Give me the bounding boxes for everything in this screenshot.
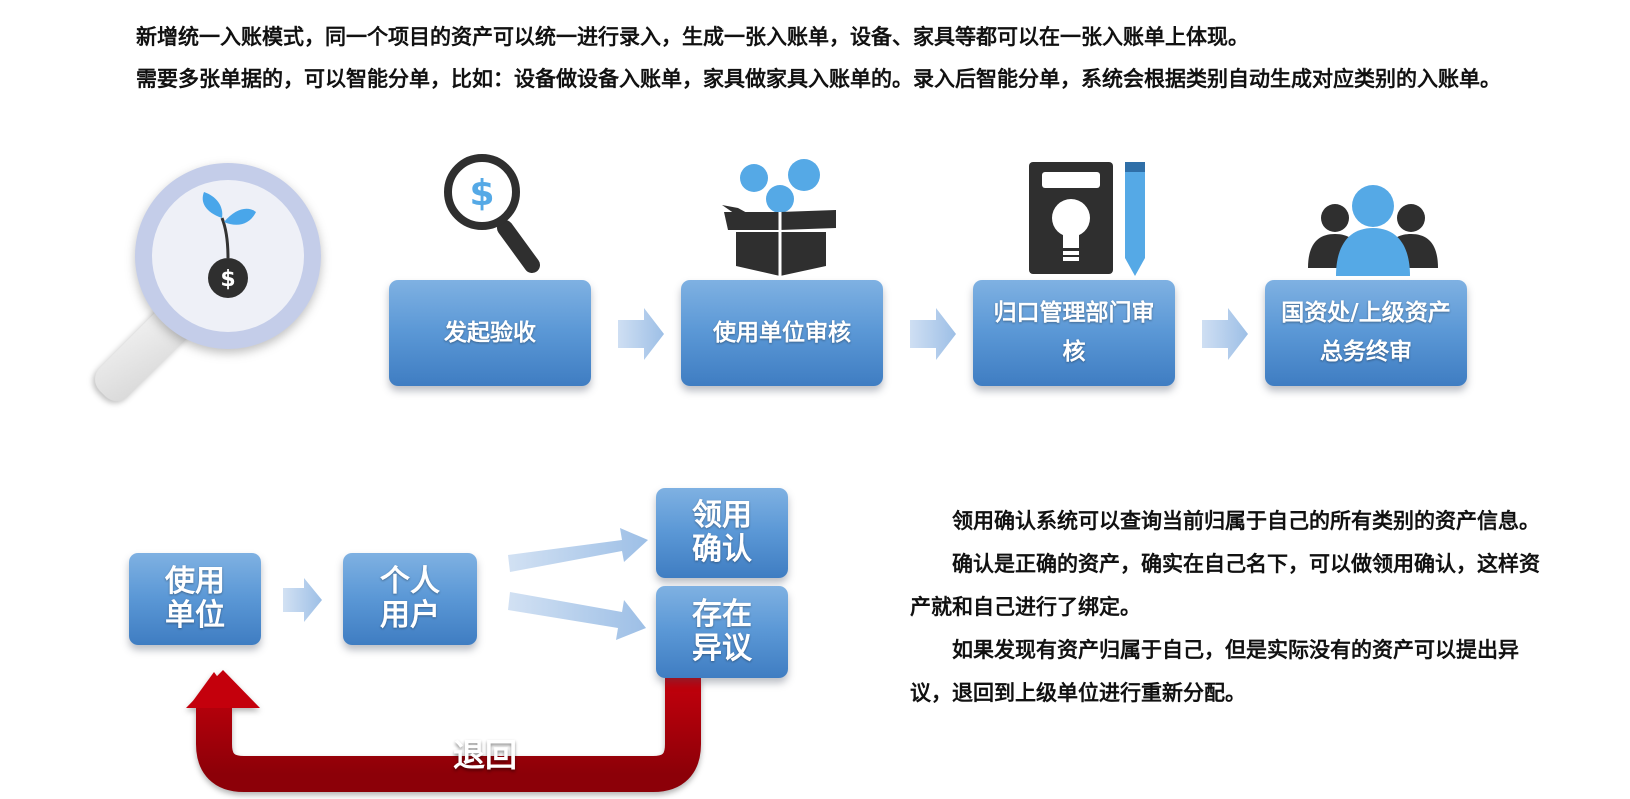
step-arrow-1 (618, 308, 664, 360)
personal-user-label: 个人用户 (380, 564, 440, 633)
claim-confirm-label: 领用确认 (692, 498, 752, 567)
search-dollar-icon: $ (444, 154, 540, 273)
step-initiate-acceptance[interactable]: 发起验收 (389, 280, 591, 386)
claim-description: 领用确认系统可以查询当前归属于自己的所有类别的资产信息。 确认是正确的资产，确实… (910, 500, 1560, 715)
step-label: 国资处/上级资产总务终审 (1281, 300, 1451, 365)
claim-arrow-dispute (508, 592, 646, 640)
hero-coin-symbol: $ (220, 267, 235, 292)
step-arrow-2 (910, 308, 956, 360)
intro-text: 新增统一入账模式，同一个项目的资产可以统一进行录入，生成一张入账单，设备、家具等… (94, 16, 1614, 100)
return-arrow (186, 670, 701, 792)
intro-paragraph-2: 需要多张单据的，可以智能分单，比如：设备做设备入账单，家具做家具入账单的。录入后… (136, 67, 1501, 91)
step-arrow-3 (1202, 308, 1248, 360)
claim-confirm-box[interactable]: 领用确认 (656, 488, 788, 578)
users-group-icon (1308, 185, 1438, 276)
dispute-box[interactable]: 存在异议 (656, 586, 788, 678)
description-paragraph-3: 如果发现有资产归属于自己，但是实际没有的资产可以提出异议，退回到上级单位进行重新… (910, 638, 1519, 705)
claim-arrow-confirm (508, 528, 648, 572)
open-box-icon (722, 159, 836, 276)
use-unit-box[interactable]: 使用单位 (129, 553, 261, 645)
step-label: 发起验收 (444, 319, 536, 346)
return-label: 退回 (452, 736, 517, 774)
use-unit-label: 使用单位 (165, 564, 225, 633)
description-paragraph-2: 确认是正确的资产，确实在自己名下，可以做领用确认，这样资产就和自己进行了绑定。 (910, 552, 1540, 619)
step-use-unit-review[interactable]: 使用单位审核 (681, 280, 883, 386)
idea-notebook-icon (1029, 162, 1145, 276)
magnifier-money-icon: $ (94, 163, 321, 402)
step-department-review[interactable]: 归口管理部门审核 (973, 280, 1175, 386)
coin-icon (208, 258, 248, 298)
dispute-label: 存在异议 (692, 597, 752, 666)
claim-arrow-1 (283, 578, 322, 622)
step-label: 使用单位审核 (713, 319, 851, 346)
leaf-icon (202, 192, 223, 218)
step-label: 归口管理部门审核 (993, 300, 1155, 365)
intro-paragraph-1: 新增统一入账模式，同一个项目的资产可以统一进行录入，生成一张入账单，设备、家具等… (136, 25, 1249, 49)
magnifier-coin-symbol: $ (469, 173, 494, 214)
step-final-review[interactable]: 国资处/上级资产总务终审 (1265, 280, 1467, 386)
description-paragraph-1: 领用确认系统可以查询当前归属于自己的所有类别的资产信息。 (952, 509, 1540, 533)
personal-user-box[interactable]: 个人用户 (343, 553, 477, 645)
